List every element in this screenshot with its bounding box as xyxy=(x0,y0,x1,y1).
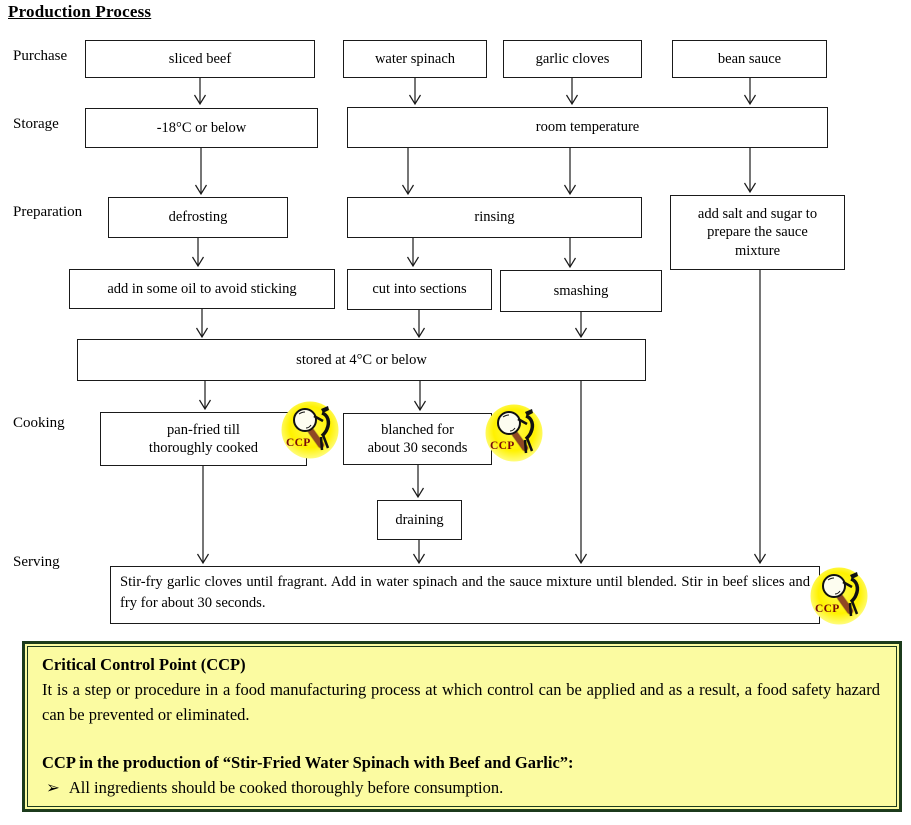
arrow-bullet-icon: ➢ xyxy=(46,778,60,797)
stage-label-serving: Serving xyxy=(13,554,60,570)
flow-box-smashing: smashing xyxy=(500,270,662,312)
flow-box-sliced-beef: sliced beef xyxy=(85,40,315,78)
stage-label-preparation: Preparation xyxy=(13,204,83,220)
flow-box-blanched: blanched for about 30 seconds xyxy=(343,413,492,465)
flow-box-water-spinach: water spinach xyxy=(343,40,487,78)
ccp-info-panel: Critical Control Point (CCP) It is a ste… xyxy=(22,641,902,812)
flow-box-add-oil: add in some oil to avoid sticking xyxy=(69,269,335,309)
flow-box-rinsing: rinsing xyxy=(347,197,642,238)
flow-box-stored: stored at 4°C or below xyxy=(77,339,646,381)
ccp-product-heading: CCP in the production of “Stir-Fried Wat… xyxy=(42,753,574,773)
ccp-bullet-item: ➢ All ingredients should be cooked thoro… xyxy=(42,776,880,801)
flow-box-cut-into-sections: cut into sections xyxy=(347,269,492,310)
ccp-icon-label: CCP xyxy=(815,603,840,615)
flow-box-draining: draining xyxy=(377,500,462,540)
ccp-definition-heading: Critical Control Point (CCP) xyxy=(42,655,246,674)
flow-box-bean-sauce: bean sauce xyxy=(672,40,827,78)
flow-box-garlic-cloves: garlic cloves xyxy=(503,40,642,78)
ccp-info-panel-inner: Critical Control Point (CCP) It is a ste… xyxy=(27,646,897,807)
flow-arrows xyxy=(191,78,767,565)
flow-box-defrosting: defrosting xyxy=(108,197,288,238)
stage-label-storage: Storage xyxy=(13,116,59,132)
flow-box-sauce-mixture: add salt and sugar to prepare the sauce … xyxy=(670,195,845,270)
ccp-bullet-text: All ingredients should be cooked thoroug… xyxy=(68,778,504,797)
stage-label-cooking: Cooking xyxy=(13,415,65,431)
flow-box-serving-step: Stir-fry garlic cloves until fragrant. A… xyxy=(110,566,820,624)
flow-box-pan-fried: pan-fried till thoroughly cooked xyxy=(100,412,307,466)
ccp-icon: CCP xyxy=(485,404,543,462)
ccp-icon-label: CCP xyxy=(490,440,515,452)
ccp-icon: CCP xyxy=(810,567,868,625)
page-title: Production Process xyxy=(8,2,152,21)
flow-box-room-temperature: room temperature xyxy=(347,107,828,148)
ccp-icon-label: CCP xyxy=(286,437,311,449)
ccp-definition-text: It is a step or procedure in a food manu… xyxy=(42,679,880,724)
stage-label-purchase: Purchase xyxy=(13,48,68,64)
flow-box-beef-storage: -18°C or below xyxy=(85,108,318,148)
ccp-icon: CCP xyxy=(281,401,339,459)
